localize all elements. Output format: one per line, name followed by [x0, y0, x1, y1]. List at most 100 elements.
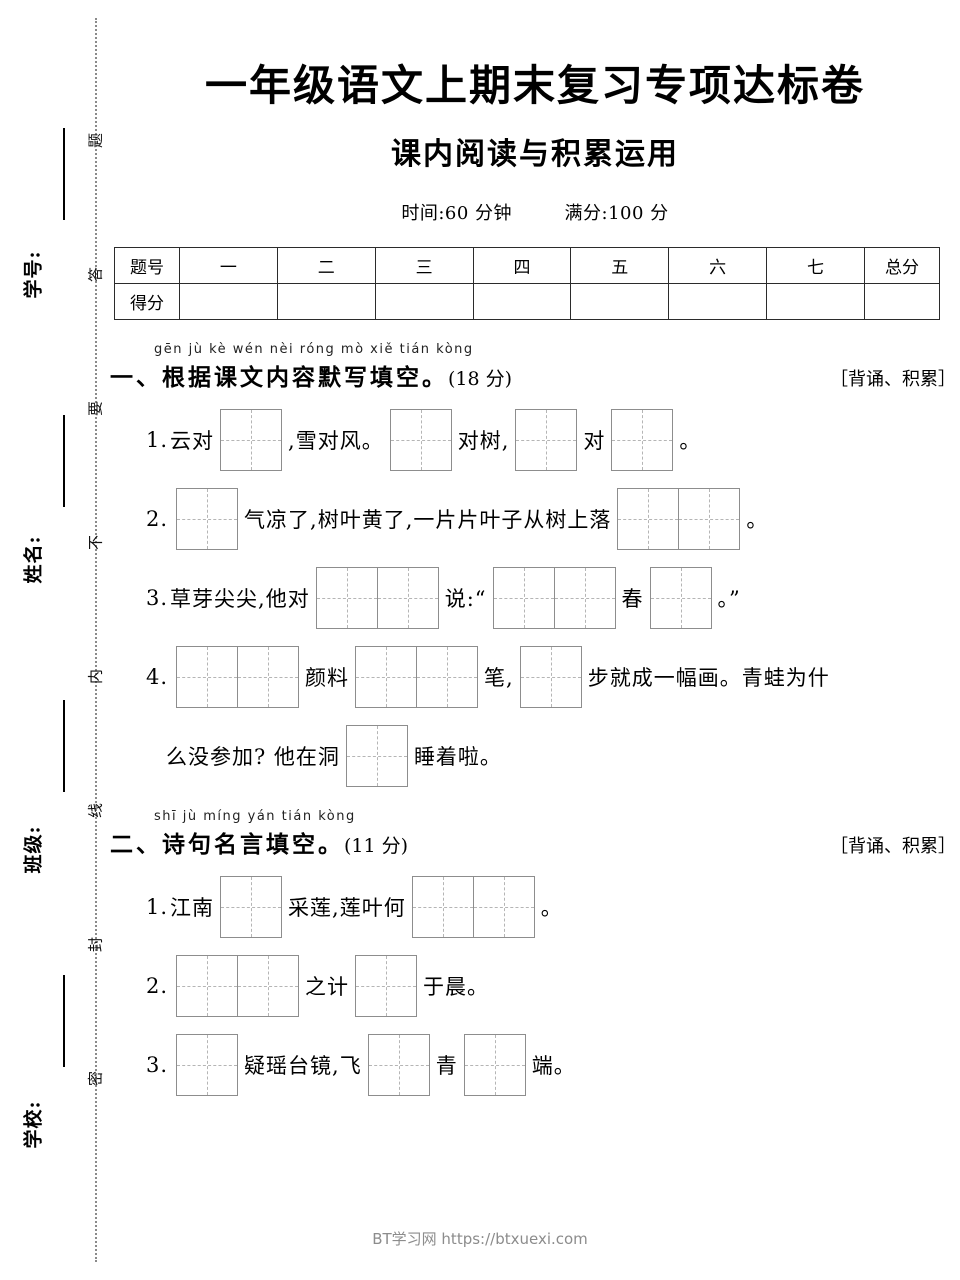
answer-grid[interactable]	[315, 567, 439, 629]
answer-cell[interactable]	[237, 646, 300, 708]
answer-cell[interactable]	[376, 567, 439, 629]
score-entry-cell[interactable]	[864, 283, 940, 320]
answer-cell[interactable]	[678, 488, 741, 550]
question-text: 颜料	[305, 666, 350, 690]
answer-grid[interactable]	[463, 1034, 526, 1096]
question-text: 。	[540, 896, 563, 920]
answer-grid[interactable]	[389, 409, 452, 471]
answer-cell[interactable]	[345, 725, 408, 787]
answer-cell[interactable]	[220, 876, 283, 938]
seal-margin: 题答要不内线封密 学号:姓名:班级:学校:	[0, 0, 110, 1280]
answer-grid[interactable]	[220, 876, 283, 938]
answer-grid[interactable]	[220, 409, 283, 471]
table-header-cell: 二	[276, 247, 376, 284]
table-row-header: 得分	[114, 283, 180, 320]
answer-cell[interactable]	[411, 876, 474, 938]
seal-char: 封	[86, 937, 105, 953]
answer-cell[interactable]	[176, 1034, 239, 1096]
field-write-rule[interactable]	[63, 975, 65, 1067]
answer-cell[interactable]	[355, 955, 418, 1017]
question-number: 4.	[146, 665, 169, 689]
question-row: 1.江南采莲,莲叶何。	[146, 876, 960, 938]
answer-grid[interactable]	[515, 409, 578, 471]
answer-cell[interactable]	[617, 488, 680, 550]
seal-char: 线	[86, 803, 105, 819]
score-entry-cell[interactable]	[374, 283, 474, 320]
answer-cell[interactable]	[176, 646, 239, 708]
question-row: 2.气凉了,树叶黄了,一片片叶子从树上落。	[146, 488, 960, 550]
answer-grid[interactable]	[355, 646, 479, 708]
question-text: 。	[746, 508, 769, 532]
answer-cell[interactable]	[492, 567, 555, 629]
answer-grid[interactable]	[355, 955, 418, 1017]
table-header-cell: 一	[179, 247, 278, 284]
page-subtitle: 课内阅读与积累运用	[391, 137, 679, 172]
answer-grid[interactable]	[176, 955, 300, 1017]
answer-cell[interactable]	[176, 955, 239, 1017]
answer-cell[interactable]	[416, 646, 479, 708]
answer-grid[interactable]	[492, 567, 616, 629]
table-header-cell: 三	[374, 247, 474, 284]
question-row: 4. 颜料 笔, 步就成一幅画。青蛙为什	[146, 646, 960, 708]
question-row: 3.疑瑶台镜,飞青端。	[146, 1034, 960, 1096]
answer-cell[interactable]	[611, 409, 674, 471]
answer-grid[interactable]	[411, 876, 535, 938]
question-text: 么没参加? 他在洞	[166, 745, 340, 769]
field-label: 学校:	[22, 1100, 45, 1149]
question-text: 对树,	[457, 429, 510, 453]
answer-cell[interactable]	[176, 488, 239, 550]
paper-content: 一年级语文上期末复习专项达标卷 课内阅读与积累运用 时间:60 分钟 满分:10…	[110, 0, 960, 1280]
answer-cell[interactable]	[355, 646, 418, 708]
score-entry-cell[interactable]	[570, 283, 670, 320]
exam-section: gēn jù kè wén nèi róng mò xiě tián kòng 一…	[110, 342, 960, 787]
section-title-text: 一、根据课文内容默写填空。	[110, 364, 448, 391]
question-text: 草芽尖尖,他对	[170, 587, 310, 611]
score-entry-cell[interactable]	[179, 283, 278, 320]
score-entry-cell[interactable]	[766, 283, 865, 320]
field-write-rule[interactable]	[63, 415, 65, 507]
answer-cell[interactable]	[553, 567, 616, 629]
section-skill-tag: ［背诵、积累］	[830, 836, 956, 857]
score-entry-cell[interactable]	[276, 283, 376, 320]
answer-cell[interactable]	[315, 567, 378, 629]
score-entry-cell[interactable]	[668, 283, 768, 320]
table-header-cell: 七	[766, 247, 865, 284]
table-header-cell: 六	[668, 247, 768, 284]
answer-cell[interactable]	[649, 567, 712, 629]
table-header-cell: 四	[472, 247, 572, 284]
question-number: 2.	[146, 974, 169, 998]
question-text: 云对	[170, 429, 215, 453]
answer-grid[interactable]	[367, 1034, 430, 1096]
exam-time: 时间:60 分钟	[401, 203, 513, 224]
answer-grid[interactable]	[519, 646, 582, 708]
answer-cell[interactable]	[463, 1034, 526, 1096]
answer-grid[interactable]	[345, 725, 408, 787]
question-text: 步就成一幅画。青蛙为什	[587, 666, 830, 690]
question-text: ,雪对风。	[288, 429, 384, 453]
seal-char: 题	[86, 133, 105, 149]
answer-grid[interactable]	[176, 488, 239, 550]
answer-grid[interactable]	[611, 409, 674, 471]
answer-cell[interactable]	[367, 1034, 430, 1096]
answer-cell[interactable]	[220, 409, 283, 471]
answer-grid[interactable]	[176, 1034, 239, 1096]
answer-cell[interactable]	[237, 955, 300, 1017]
table-row: 得分	[114, 283, 940, 320]
score-entry-cell[interactable]	[472, 283, 572, 320]
section-title-text: 二、诗句名言填空。	[110, 831, 344, 858]
answer-grid[interactable]	[617, 488, 741, 550]
table-row-header: 题号	[114, 247, 180, 284]
section-pinyin: gēn jù kè wén nèi róng mò xiě tián kòng	[154, 342, 474, 357]
section-title: 二、诗句名言填空。(11 分)	[110, 825, 408, 859]
field-write-rule[interactable]	[63, 700, 65, 792]
question-text: 笔,	[484, 666, 514, 690]
answer-cell[interactable]	[519, 646, 582, 708]
answer-cell[interactable]	[515, 409, 578, 471]
exam-meta: 时间:60 分钟 满分:100 分	[110, 199, 960, 225]
field-write-rule[interactable]	[63, 128, 65, 220]
answer-cell[interactable]	[389, 409, 452, 471]
answer-grid[interactable]	[176, 646, 300, 708]
answer-cell[interactable]	[472, 876, 535, 938]
answer-grid[interactable]	[649, 567, 712, 629]
question-text: 。”	[717, 587, 741, 611]
